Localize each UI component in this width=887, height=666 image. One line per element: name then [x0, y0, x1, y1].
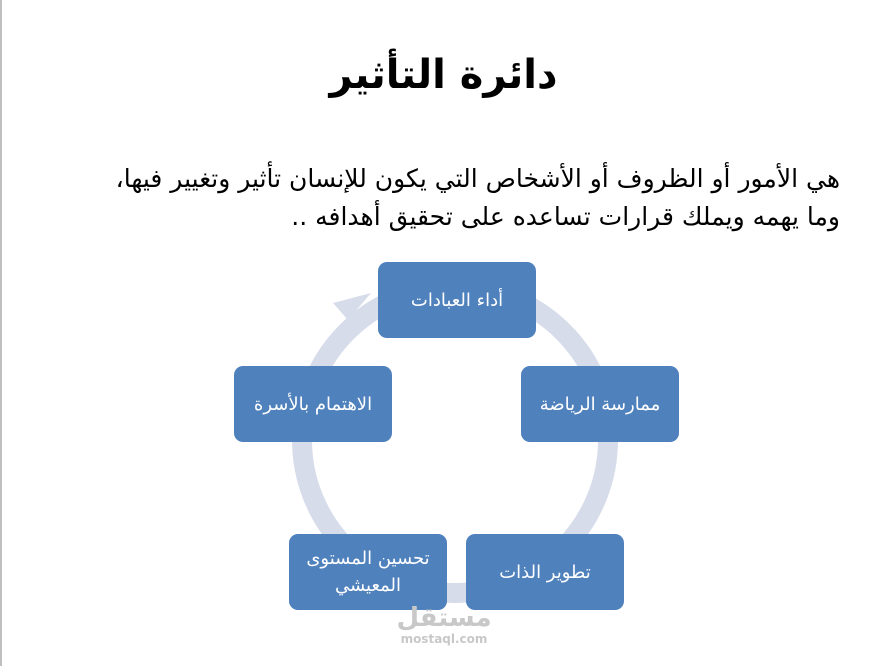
- cycle-node-label: أداء العبادات: [410, 289, 504, 311]
- watermark-latin: mostaql.com: [400, 632, 488, 646]
- watermark-arabic: مستقل: [396, 603, 492, 633]
- cycle-node-family: الاهتمام بالأسرة: [234, 366, 392, 442]
- cycle-node-label: تطوير الذات: [499, 561, 591, 583]
- cycle-node-worship: أداء العبادات: [378, 262, 536, 338]
- cycle-node-self-development: تطوير الذات: [466, 534, 624, 610]
- cycle-node-sports: ممارسة الرياضة: [521, 366, 679, 442]
- cycle-node-living-standard: تحسين المستوى المعيشي: [289, 534, 447, 610]
- slide-left-border: [0, 0, 2, 666]
- cycle-node-label: تحسين المستوى المعيشي: [306, 548, 430, 596]
- cycle-arrow-head: [333, 293, 371, 320]
- cycle-node-label: ممارسة الرياضة: [539, 393, 661, 415]
- slide-title: دائرة التأثير: [329, 52, 558, 98]
- slide-body-text: هي الأمور أو الظروف أو الأشخاص التي يكون…: [115, 164, 840, 231]
- mostaql-watermark: مستقل mostaql.com: [384, 604, 504, 646]
- cycle-node-label: الاهتمام بالأسرة: [253, 393, 373, 415]
